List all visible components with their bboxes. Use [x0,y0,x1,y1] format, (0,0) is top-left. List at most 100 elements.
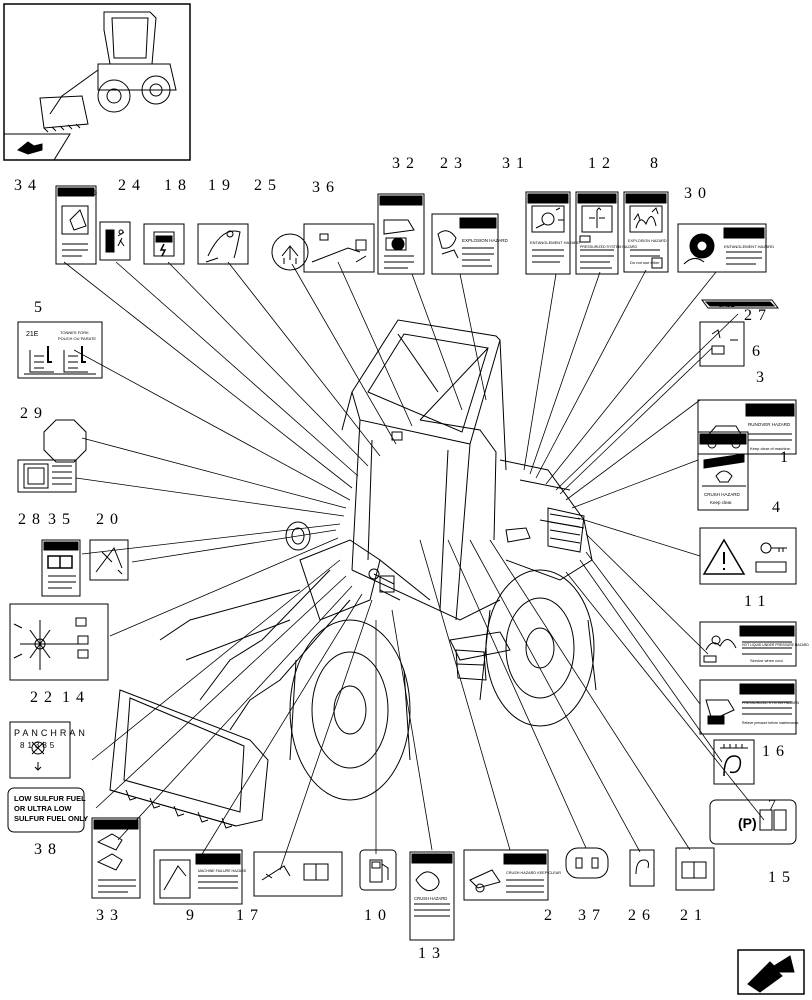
callout-25: 25 [254,177,282,194]
decal-15-p: (P) [738,815,757,831]
callout-7: 7 [768,797,782,814]
decal-34-title: WARNING [68,191,97,197]
decal-23-danger-explosion[interactable] [431,213,499,275]
thumbnail-frame[interactable] [3,3,191,161]
callout-26: 26 [628,907,656,924]
decal-30-warning-entanglement[interactable] [677,223,767,273]
callout-8: 8 [650,155,664,172]
callout-21: 21 [680,907,708,924]
callout-9: 9 [186,907,200,924]
decal-13-warning-crush[interactable] [409,851,455,941]
callout-6: 6 [752,343,766,360]
callout-20: 20 [96,511,124,528]
decal-16-warning-pressurized[interactable] [699,679,797,735]
decal-9-hazard: MACHINE FAILURE HAZARD [198,869,247,873]
decal-3-title: DANGER [752,407,787,416]
callout-35: 35 [48,511,76,528]
callout-22: 22 [30,689,58,706]
decal-30-hazard: ENTANGLEMENT HAZARD [724,244,774,249]
decal-1-hazard: CRUSH HAZARD [704,492,741,497]
decal-31-warning-entanglement[interactable] [525,191,571,275]
decal-30-title: WARNING [730,231,761,238]
decal-33-title: WARNING [102,823,131,829]
decal-10-fuel-pump[interactable] [359,849,397,891]
decal-38-fuel[interactable] [7,787,85,833]
decal-5-subtitle: POUCH OU PARATE [58,336,96,341]
decal-4-warning-key[interactable] [699,527,797,585]
callout-11: 11 [744,593,771,610]
decal-7-crush-hand[interactable] [713,739,755,785]
decal-27-brand: CASE [718,303,735,309]
decal-38-line3: SULFUR FUEL ONLY [14,814,88,823]
decal-38-line2: OR ULTRA LOW [14,804,72,813]
decal-8-title: WARNING [634,197,663,203]
decal-27-brand-strip[interactable] [701,299,779,309]
decal-5-code: 21E [26,331,39,338]
decal-31-title: WARNING [536,197,565,203]
callout-1: 1 [780,449,794,466]
decal-2-hazard: CRUSH HAZARD KEEP CLEAR [506,871,561,875]
callout-16: 16 [762,743,790,760]
decal-35-title: WARNING [50,544,77,550]
decal-32-warning-start[interactable] [377,193,425,275]
decal-21-book[interactable] [675,847,715,891]
decal-28-gauge[interactable] [17,459,77,493]
callout-36: 36 [312,179,340,196]
decal-1-title: WARNING [706,437,740,444]
decal-6-manual[interactable] [699,321,745,367]
decal-16-title: WARNING [744,687,778,694]
callout-10: 10 [364,907,392,924]
callout-18: 18 [164,177,192,194]
callout-29: 29 [20,405,48,422]
callout-37: 37 [578,907,606,924]
decal-34-seatbelt[interactable] [55,185,97,265]
callout-30: 30 [684,185,712,202]
callout-31: 31 [502,155,530,172]
decal-5-title: TONNES FORK [60,330,89,335]
decal-22-stamp: PANCHRAN [14,728,88,738]
decal-22-panel[interactable] [9,721,71,779]
callout-2: 2 [544,907,558,924]
decal-38-line1: LOW SULFUR FUEL [14,794,86,803]
decal-2-danger-crush[interactable] [463,849,549,901]
next-page-arrow-icon[interactable] [737,949,805,995]
decal-17-manual[interactable] [253,851,343,897]
callout-13: 13 [418,945,446,962]
decal-16-hazard: PRESSURIZED SYSTEM HAZARD [742,701,800,705]
decal-20-arrows[interactable] [89,539,129,581]
decal-35-warning-manual[interactable] [41,539,81,597]
callout-33: 33 [96,907,124,924]
decal-9-title: WARNING [200,857,234,864]
decal-1-warning-crush[interactable] [697,431,749,511]
decal-33-warning-attachment[interactable] [91,817,141,899]
decal-24-exit[interactable] [99,221,131,261]
decal-13-hazard: CRUSH HAZARD [414,896,447,901]
decal-5-fork-chart[interactable] [17,321,103,379]
decal-23-hazard: EXPLOSION HAZARD [462,238,509,243]
decal-36-lift-diagram[interactable] [303,223,375,273]
decal-12-warning-pressurized[interactable] [575,191,619,275]
decal-37-indicator[interactable] [565,847,609,879]
callout-23: 23 [440,155,468,172]
decal-texts: WARNING WARNING DANGER EXPLOSION HAZARD … [14,191,809,901]
decal-11-warning-hot-liquid[interactable] [699,621,797,667]
decal-8-warning-explosion-ether[interactable] [623,191,669,273]
callout-14: 14 [62,689,90,706]
decal-29-octagon[interactable] [43,419,87,463]
callout-12: 12 [588,155,616,172]
decal-19-steering[interactable] [197,223,249,265]
decal-25-lift-point[interactable] [271,233,309,271]
decal-14-lube-chart[interactable] [9,603,109,681]
decal-3-hazard: RUNOVER HAZARD [748,422,791,427]
decal-32-title: WARNING [390,199,419,205]
callout-28: 28 [18,511,46,528]
callout-19: 19 [208,177,236,194]
decal-12-hazard: PRESSURIZED SYSTEM HAZARD [580,245,638,249]
decal-18-electric[interactable] [143,223,185,265]
decal-11-hazard: HOT LIQUID UNDER PRESSURE HAZARD [742,643,809,647]
decal-26-hand[interactable] [629,849,655,887]
callout-34: 34 [14,177,42,194]
decal-15-parking[interactable] [709,799,797,845]
decal-9-warning-machine-failure[interactable] [153,849,243,905]
